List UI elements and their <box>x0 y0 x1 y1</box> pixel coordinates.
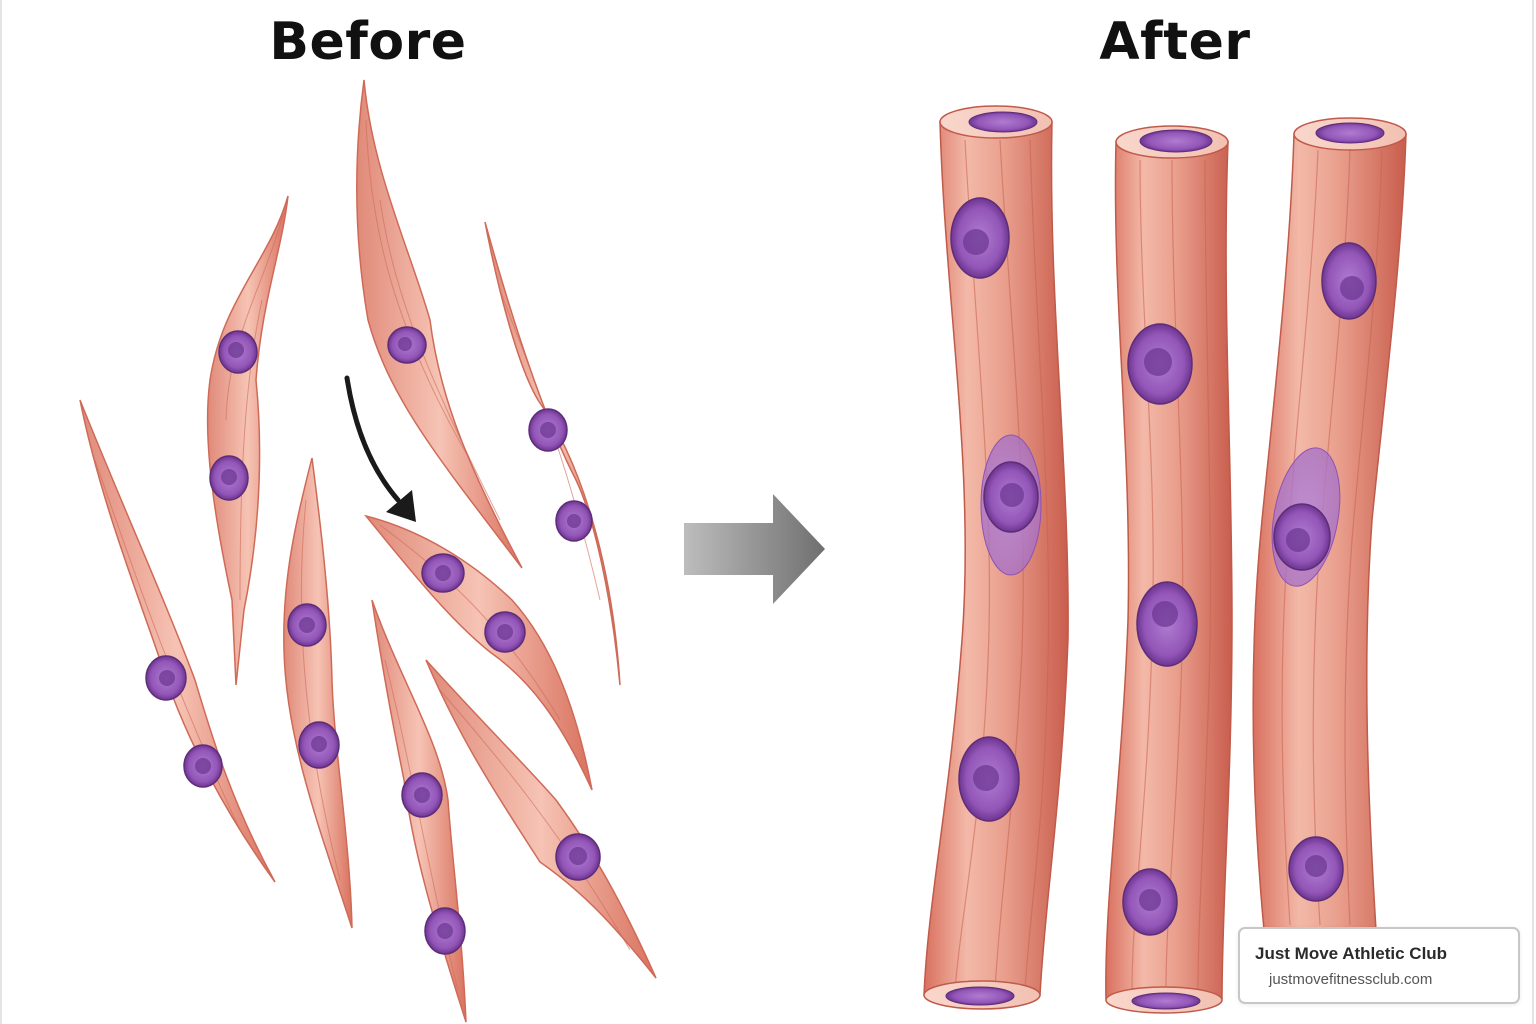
nucleus <box>1139 129 1213 153</box>
myoblast-cell <box>79 399 276 883</box>
myoblast-cell <box>206 195 289 686</box>
watermark-name: Just Move Athletic Club <box>1255 944 1448 963</box>
myoblast-cell <box>283 457 353 929</box>
myoblast-cell <box>356 79 523 569</box>
nucleus <box>1315 122 1385 144</box>
curved-arrow-icon <box>344 375 416 522</box>
muscle-fiber <box>1105 125 1233 1014</box>
before-cells <box>79 79 657 1023</box>
myoblast-cell <box>371 599 467 1023</box>
left-border <box>0 0 2 1024</box>
before-title: Before <box>269 12 467 72</box>
muscle-fiber <box>1252 117 1407 931</box>
nucleus <box>968 111 1038 133</box>
muscle-fiber <box>923 105 1069 1010</box>
nucleus <box>945 986 1015 1006</box>
right-border <box>1532 0 1534 1024</box>
nucleus <box>1131 992 1201 1010</box>
myoblast-cell <box>484 221 621 686</box>
myoblast-cell <box>363 514 593 791</box>
watermark-url: justmovefitnessclub.com <box>1269 971 1433 988</box>
watermark-badge: Just Move Athletic Club justmovefitnessc… <box>1238 927 1520 1004</box>
after-fibers <box>923 105 1407 1014</box>
myoblast-cell <box>425 659 657 979</box>
right-arrow-icon <box>684 494 825 604</box>
after-title: After <box>1099 12 1251 72</box>
